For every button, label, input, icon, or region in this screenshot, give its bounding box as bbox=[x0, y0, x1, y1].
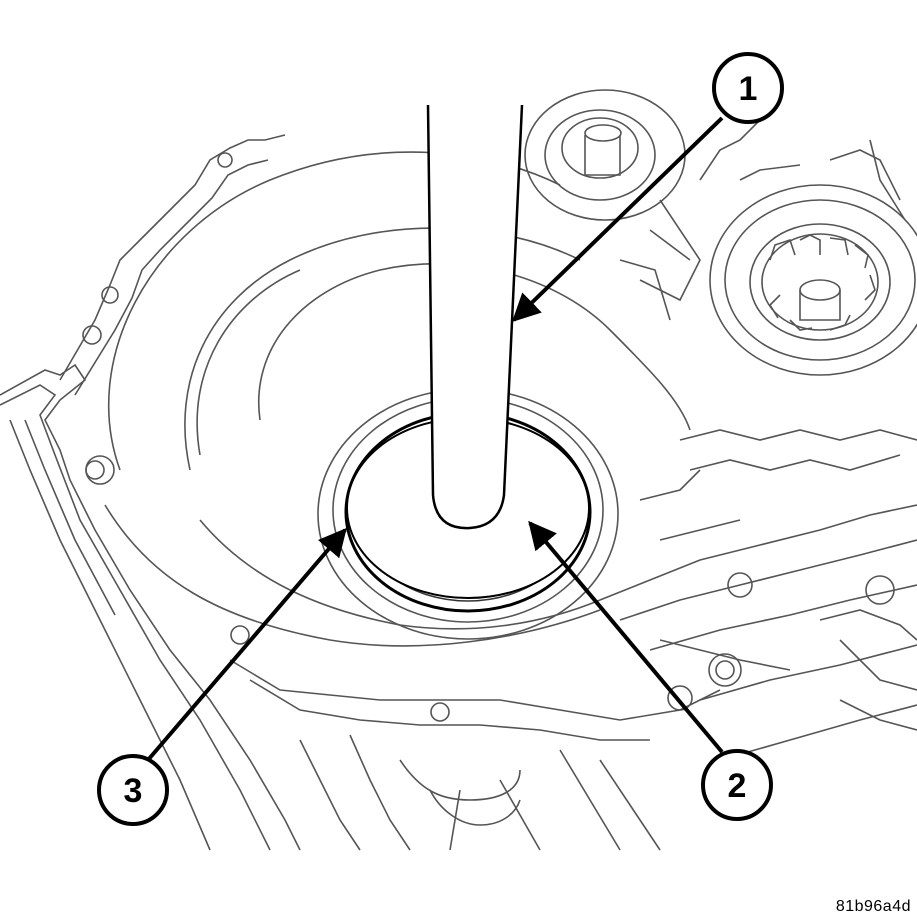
leader-arrow-3 bbox=[146, 527, 347, 762]
callout-2: 2 bbox=[701, 749, 773, 821]
callout-3: 3 bbox=[97, 754, 169, 826]
leader-arrows bbox=[146, 116, 724, 762]
callout-1: 1 bbox=[712, 52, 784, 124]
leader-arrow-2 bbox=[528, 520, 724, 754]
figure-id: 81b96a4d bbox=[835, 898, 911, 915]
leader-arrow-1 bbox=[511, 116, 724, 322]
callout-circle bbox=[701, 749, 773, 821]
driver-handle bbox=[426, 104, 524, 530]
callout-circle bbox=[712, 52, 784, 124]
callout-label: 3 bbox=[124, 772, 143, 810]
transmission-case-outline bbox=[0, 89, 917, 851]
callout-label: 1 bbox=[739, 70, 758, 108]
callout-circle bbox=[97, 754, 169, 826]
callout-label: 2 bbox=[728, 767, 747, 805]
